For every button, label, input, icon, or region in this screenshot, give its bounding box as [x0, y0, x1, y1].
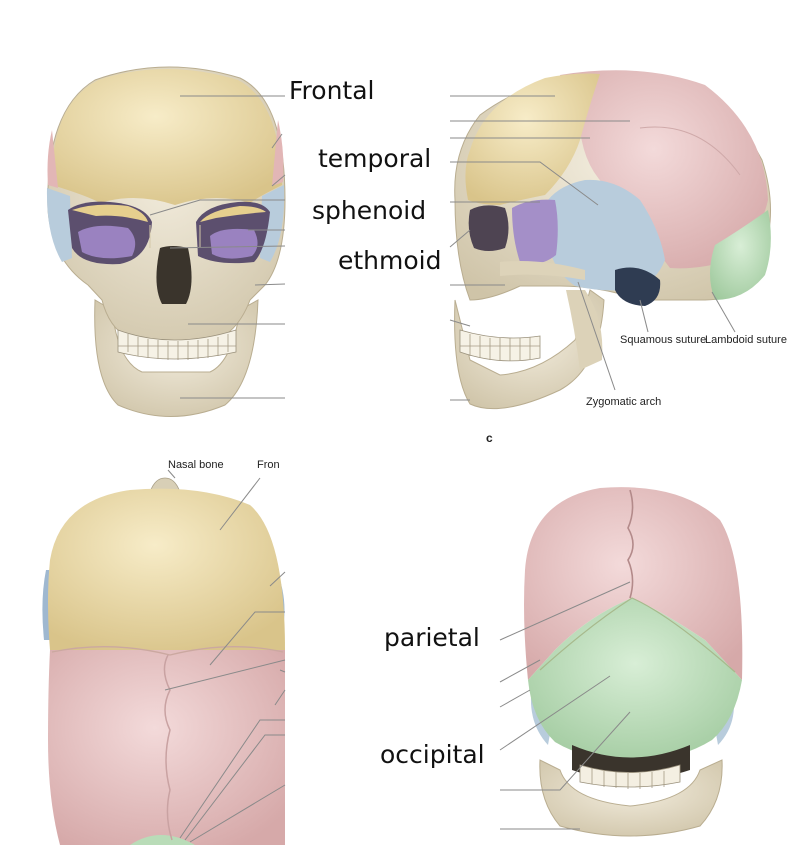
superior-occipital [130, 835, 195, 845]
posterior-view [524, 487, 743, 837]
lateral-orbit [468, 205, 509, 251]
anterior-parietal-left [47, 130, 58, 188]
label-zygomatic-arch: Zygomatic arch [586, 396, 662, 408]
lateral-frontal [465, 73, 600, 205]
label-lambdoid-suture: Lambdoid suture [705, 334, 787, 346]
label-nasal-bone: Nasal bone [168, 459, 224, 471]
superior-view [42, 477, 285, 845]
label-frontal: Frontal [289, 76, 375, 105]
sagittal-suture [163, 654, 173, 841]
label-parietal: parietal [384, 623, 480, 652]
superior-leader-lines [164, 469, 286, 843]
anterior-teeth [117, 329, 237, 360]
posterior-occipital [528, 598, 742, 762]
panel-letter-c: c [486, 431, 493, 445]
superior-frontal [48, 488, 285, 650]
label-temporal: temporal [318, 144, 432, 173]
label-ethmoid: ethmoid [338, 246, 442, 275]
anterior-frontal-orbit-right [200, 206, 266, 222]
lateral-mastoid [615, 267, 661, 306]
lateral-parietal [560, 70, 768, 269]
label-sphenoid: sphenoid [312, 196, 427, 225]
anterior-temporal-right [260, 185, 285, 262]
posterior-leader-lines [499, 581, 631, 830]
lateral-leader-lines [449, 95, 736, 401]
label-occipital: occipital [380, 740, 485, 769]
lateral-zygomatic-arch [500, 261, 585, 280]
posterior-sagittal-suture [627, 489, 634, 599]
anterior-sphenoid-left [78, 225, 136, 259]
lateral-temporal [546, 179, 665, 291]
anterior-temporal-left [46, 188, 72, 262]
anterior-sphenoid-right [210, 228, 258, 259]
anterior-nasal-cavity [156, 246, 192, 304]
anterior-leader-lines [149, 95, 286, 399]
lateral-occipital [710, 210, 771, 300]
anterior-frontal-orbit-left [72, 204, 148, 222]
label-squamous-suture: Squamous suture [620, 334, 707, 346]
lateral-ramus [566, 290, 603, 370]
anterior-view [46, 66, 286, 417]
posterior-mandible [539, 759, 723, 837]
lateral-view [454, 70, 772, 410]
anterior-frontal-bone [51, 69, 282, 205]
anterior-mandible [94, 299, 259, 417]
lateral-sphenoid [512, 199, 558, 264]
label-frontal-cut: Fron [257, 459, 280, 471]
